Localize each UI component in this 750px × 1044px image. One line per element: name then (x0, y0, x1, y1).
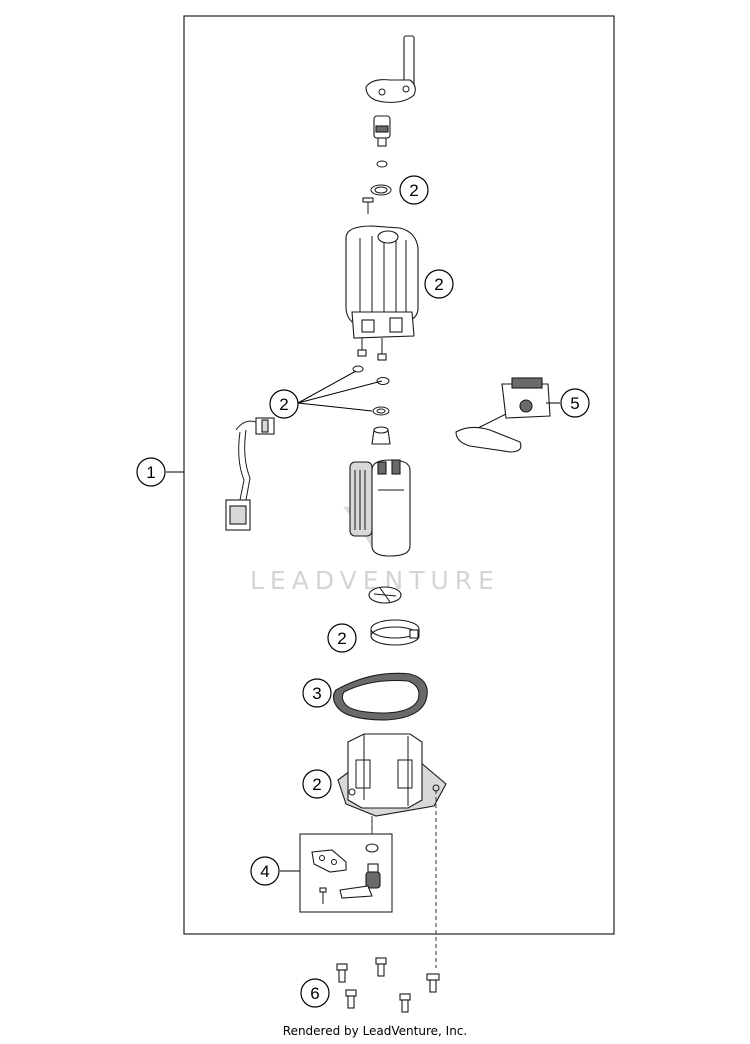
part-screws (336, 957, 440, 1013)
part-clamp-ring (370, 619, 420, 646)
svg-text:3: 3 (312, 684, 321, 703)
svg-text:2: 2 (312, 775, 321, 794)
svg-text:4: 4 (260, 862, 269, 881)
callout-1: 1 (136, 457, 166, 487)
part-fuel-pump (349, 459, 411, 557)
callout-3: 3 (302, 678, 332, 708)
part-oring-small (376, 160, 388, 168)
svg-text:5: 5 (570, 394, 579, 413)
svg-text:1: 1 (146, 463, 155, 482)
part-washers (352, 365, 390, 416)
callout-2-housing: 2 (424, 269, 454, 299)
svg-text:2: 2 (279, 395, 288, 414)
svg-text:2: 2 (409, 181, 418, 200)
part-flange (337, 733, 447, 832)
callout-5: 5 (560, 388, 590, 418)
svg-text:6: 6 (310, 984, 319, 1003)
detail-box-4 (299, 833, 393, 913)
callout-6: 6 (300, 978, 330, 1008)
part-filter-housing (345, 225, 419, 361)
callout-2-flange: 2 (302, 769, 332, 799)
assembly-frame (183, 15, 615, 935)
callout-2-top: 2 (399, 175, 429, 205)
part-pump-base (368, 586, 402, 604)
part-gasket (332, 672, 428, 721)
part-sleeve (371, 426, 391, 445)
part-oring-medium (370, 184, 392, 196)
callout-2-washers: 2 (269, 389, 299, 419)
callout-2-ring: 2 (327, 623, 357, 653)
part-screw-small (362, 197, 374, 214)
part-fitting (373, 115, 391, 147)
alignment-lines (371, 790, 437, 968)
part-level-sensor (455, 377, 551, 453)
footer-credit: Rendered by LeadVenture, Inc. (282, 1024, 468, 1038)
callout-4: 4 (250, 856, 280, 886)
svg-text:2: 2 (434, 275, 443, 294)
leader-lines (166, 370, 560, 872)
part-top-bracket (365, 35, 416, 103)
svg-text:2: 2 (337, 629, 346, 648)
part-wire-harness (225, 417, 275, 531)
